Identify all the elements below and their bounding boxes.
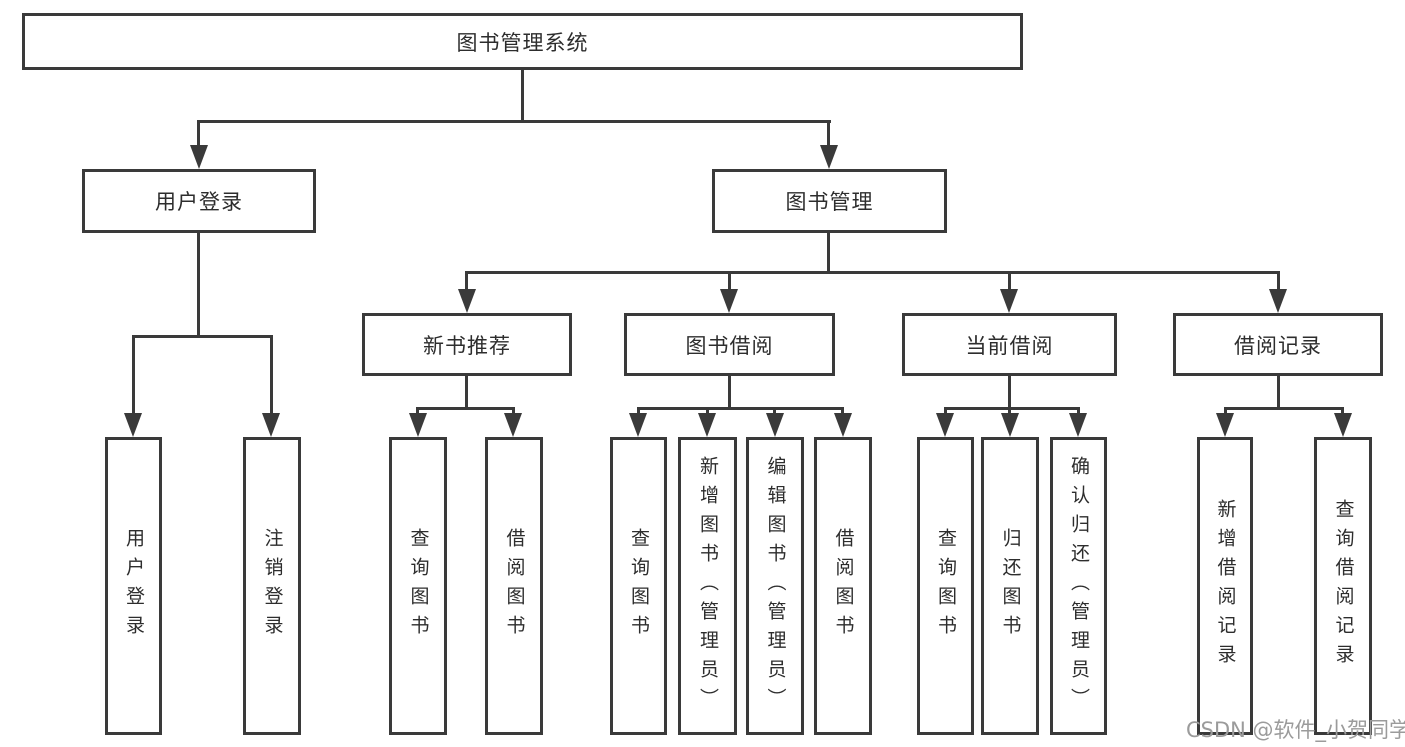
leaf-records-add-record: 新增借阅记录 (1197, 437, 1253, 735)
arrowhead-down-icon (766, 413, 784, 437)
leaf-user-login: 用户登录 (105, 437, 162, 735)
connector-vline (728, 376, 731, 409)
connector-vline (465, 271, 468, 292)
node-root: 图书管理系统 (22, 13, 1023, 70)
node-book-management: 图书管理 (712, 169, 947, 233)
connector-vline (1008, 407, 1011, 416)
connector-vline (1008, 376, 1011, 409)
connector-vline (637, 407, 640, 416)
connector-vline (132, 335, 135, 416)
watermark: CSDN @软件_小贺同学 (1186, 718, 1405, 742)
arrowhead-down-icon (720, 289, 738, 313)
leaf-current-return-books: 归还图书 (981, 437, 1039, 735)
connector-vline (197, 120, 200, 148)
arrowhead-down-icon (262, 413, 280, 437)
leaf-logout: 注销登录 (243, 437, 301, 735)
arrowhead-down-icon (834, 413, 852, 437)
connector-hline (944, 407, 1080, 410)
leaf-borrowing-query-books: 查询图书 (610, 437, 667, 735)
connector-vline (416, 407, 419, 416)
arrowhead-down-icon (1216, 413, 1234, 437)
leaf-recommend-borrow-books: 借阅图书 (485, 437, 543, 735)
node-user-login: 用户登录 (82, 169, 316, 233)
arrowhead-down-icon (1001, 413, 1019, 437)
arrowhead-down-icon (1000, 289, 1018, 313)
connector-vline (1224, 407, 1227, 416)
arrowhead-down-icon (124, 413, 142, 437)
connector-hline (416, 407, 515, 410)
connector-vline (827, 120, 830, 148)
node-borrow-records: 借阅记录 (1173, 313, 1383, 376)
node-new-book-recommendation: 新书推荐 (362, 313, 572, 376)
connector-vline (728, 271, 731, 292)
leaf-borrowing-borrow-books: 借阅图书 (814, 437, 872, 735)
arrowhead-down-icon (1069, 413, 1087, 437)
leaf-recommend-query-books: 查询图书 (389, 437, 447, 735)
connector-vline (827, 233, 830, 273)
arrowhead-down-icon (190, 145, 208, 169)
arrowhead-down-icon (409, 413, 427, 437)
arrowhead-down-icon (698, 413, 716, 437)
connector-vline (944, 407, 947, 416)
connector-hline (197, 120, 831, 123)
connector-vline (465, 376, 468, 409)
leaf-records-query-record: 查询借阅记录 (1314, 437, 1372, 735)
connector-hline (637, 407, 844, 410)
leaf-current-query-books: 查询图书 (917, 437, 974, 735)
arrowhead-down-icon (458, 289, 476, 313)
connector-vline (270, 335, 273, 416)
connector-vline (1277, 271, 1280, 292)
connector-vline (1277, 376, 1280, 409)
connector-vline (841, 407, 844, 416)
connector-vline (1077, 407, 1080, 416)
node-book-borrowing: 图书借阅 (624, 313, 835, 376)
arrowhead-down-icon (1334, 413, 1352, 437)
connector-hline (465, 271, 1280, 274)
connector-hline (132, 335, 273, 338)
connector-vline (773, 407, 776, 416)
node-current-borrowing: 当前借阅 (902, 313, 1117, 376)
arrowhead-down-icon (1269, 289, 1287, 313)
connector-vline (512, 407, 515, 416)
arrowhead-down-icon (629, 413, 647, 437)
connector-vline (197, 233, 200, 337)
connector-hline (1224, 407, 1344, 410)
leaf-borrowing-add-books-admin: 新增图书（管理员） (678, 437, 737, 735)
connector-vline (706, 407, 709, 416)
arrowhead-down-icon (936, 413, 954, 437)
arrowhead-down-icon (504, 413, 522, 437)
arrowhead-down-icon (820, 145, 838, 169)
connector-vline (1008, 271, 1011, 292)
connector-vline (521, 70, 524, 122)
leaf-borrowing-edit-books-admin: 编辑图书（管理员） (746, 437, 804, 735)
connector-vline (1341, 407, 1344, 416)
leaf-current-confirm-return-admin: 确认归还（管理员） (1050, 437, 1107, 735)
